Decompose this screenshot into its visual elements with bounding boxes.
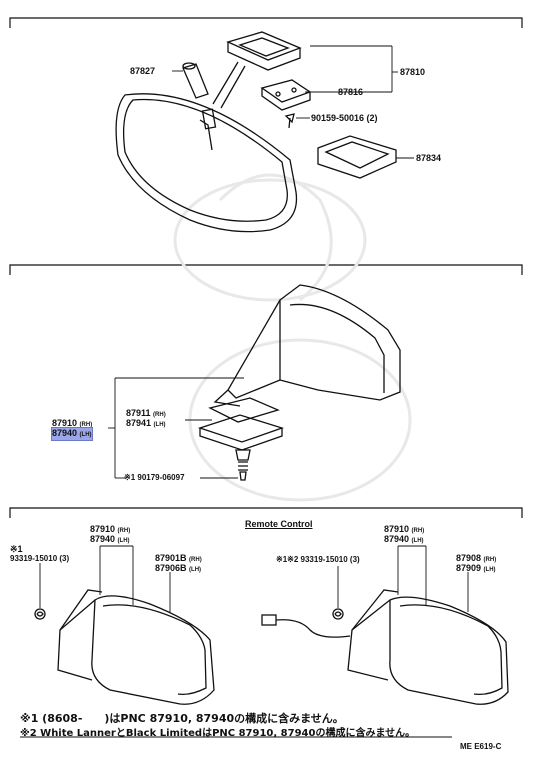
diagram-code: ME E619-C	[460, 742, 502, 751]
right-label-87908[interactable]: 87908 (RH)	[456, 553, 496, 565]
left-label-87910[interactable]: 87910 (RH)	[90, 524, 130, 536]
lh-tag: (LH)	[483, 567, 496, 573]
lh-tag: (LH)	[79, 432, 92, 438]
lh-tag: (LH)	[411, 538, 424, 544]
watermark-seal	[173, 173, 412, 502]
outside-mirror-drawing	[197, 284, 401, 481]
left-door-mirror-drawing	[34, 589, 215, 705]
right-87940-number: 87940	[384, 534, 410, 544]
label-87940-number: 87940	[52, 428, 78, 438]
right-label-87910[interactable]: 87910 (RH)	[384, 524, 424, 536]
lh-tag: (LH)	[153, 422, 166, 428]
label-87834[interactable]: 87834	[416, 153, 442, 163]
footnote-2: ※2 White LannerとBlack LimitedはPNC 87910,…	[20, 728, 416, 739]
rh-tag: (RH)	[79, 422, 93, 428]
left-label-87901b[interactable]: 87901B (RH)	[155, 553, 202, 565]
right-leader-lines	[337, 545, 469, 612]
section-brackets	[9, 17, 523, 518]
lh-tag: (LH)	[117, 538, 130, 544]
rh-tag: (RH)	[483, 557, 497, 563]
label-87911[interactable]: 87911 (RH)	[126, 408, 166, 420]
left-87940-number: 87940	[90, 534, 116, 544]
rh-tag: (RH)	[411, 528, 425, 534]
remote-control-title: Remote Control	[245, 519, 313, 529]
label-90179-06097[interactable]: ※1 90179-06097	[124, 473, 185, 482]
label-87827[interactable]: 87827	[130, 66, 156, 76]
label-87941[interactable]: 87941 (LH)	[126, 418, 166, 430]
inner-mirror-drawing	[115, 31, 397, 233]
left-label-93319-15010[interactable]: 93319-15010 (3)	[10, 554, 70, 563]
footnote-1: ※1 (8608- )はPNC 87910, 87940の構成に含みません。	[20, 712, 344, 725]
left-leader-lines	[39, 545, 171, 612]
left-87906b-number: 87906B	[155, 563, 187, 573]
left-87901b-number: 87901B	[155, 553, 187, 563]
label-87911-number: 87911	[126, 408, 151, 418]
section2-leader-lines	[108, 377, 244, 479]
left-label-87906b[interactable]: 87906B (LH)	[155, 563, 201, 575]
rh-tag: (RH)	[117, 528, 131, 534]
left-label-87940[interactable]: 87940 (LH)	[90, 534, 130, 546]
rh-tag: (RH)	[189, 557, 202, 563]
lh-tag: (LH)	[189, 567, 202, 573]
left-87910-number: 87910	[90, 524, 116, 534]
label-87941-number: 87941	[126, 418, 152, 428]
label-87910[interactable]: 87910 (RH)	[52, 418, 92, 430]
right-label-87940[interactable]: 87940 (LH)	[384, 534, 424, 546]
label-87910-number: 87910	[52, 418, 78, 428]
right-label-87909[interactable]: 87909 (LH)	[456, 563, 496, 575]
right-87909-number: 87909	[456, 563, 482, 573]
label-87940-highlighted[interactable]: 87940 (LH)	[51, 427, 93, 441]
right-87908-number: 87908	[456, 553, 482, 563]
label-87810[interactable]: 87810	[400, 67, 426, 77]
right-label-93319-15010[interactable]: ※1※2 93319-15010 (3)	[276, 555, 360, 564]
left-note-mark: ※1	[10, 544, 23, 554]
right-87910-number: 87910	[384, 524, 410, 534]
label-90159-50016[interactable]: 90159-50016 (2)	[311, 113, 378, 123]
section1-leader-lines	[172, 45, 414, 159]
label-87816[interactable]: 87816	[338, 87, 364, 97]
right-door-mirror-drawing	[261, 589, 509, 705]
rh-tag: (RH)	[153, 412, 166, 418]
